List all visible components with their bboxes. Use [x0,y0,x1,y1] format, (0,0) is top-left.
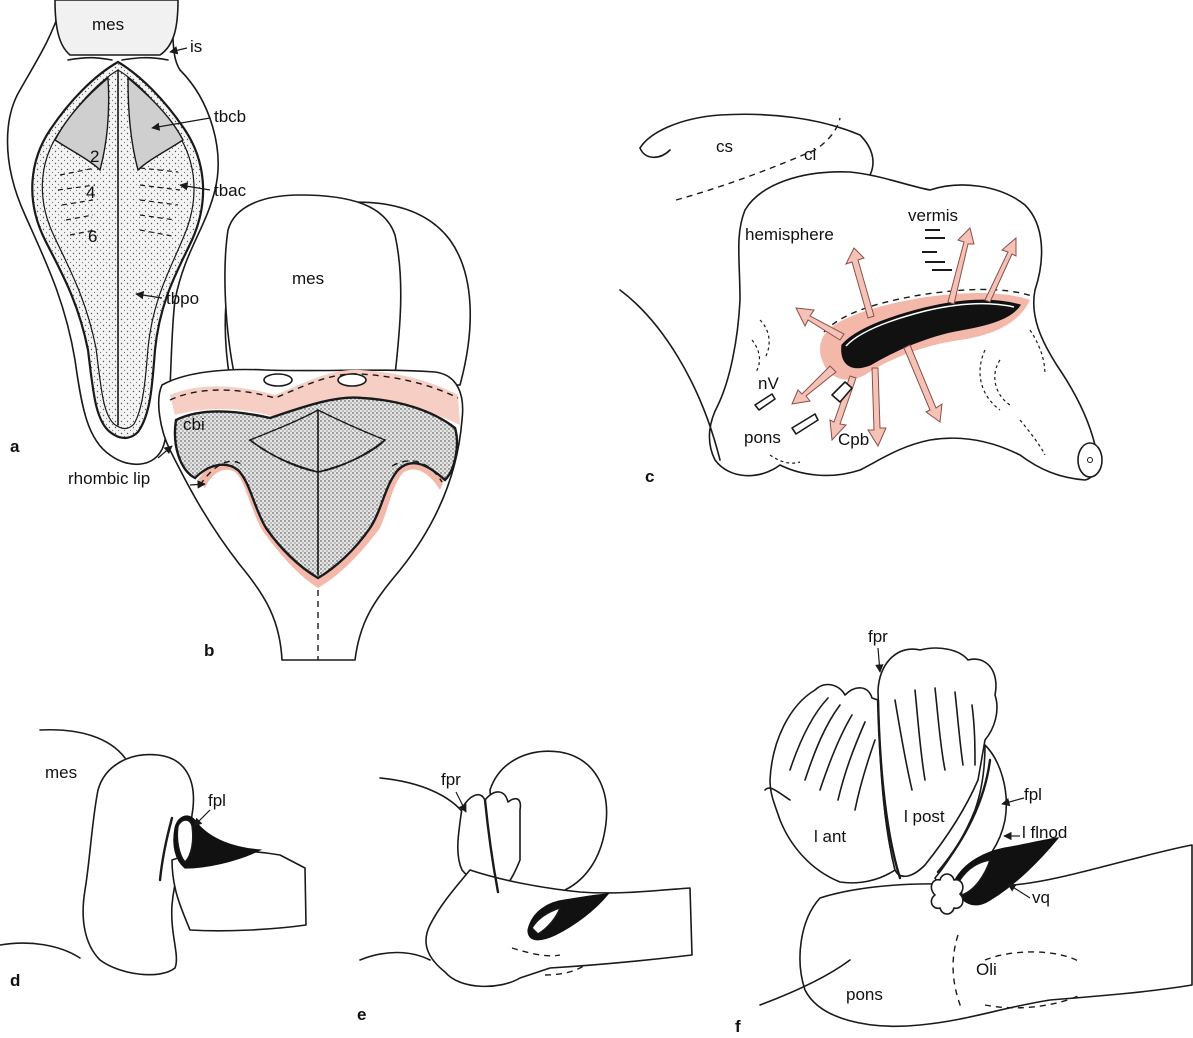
label-a-6: 6 [88,227,97,246]
label-b-rhombic-lip: rhombic lip [68,469,150,488]
label-c-vermis: vermis [908,206,958,225]
label-c-nV: nV [758,374,779,393]
label-f-l-ant: l ant [814,827,846,846]
label-a-tbpo: tbpo [166,289,199,308]
label-a-is: is [190,37,202,56]
panel-f-anterior-lobe [770,685,895,883]
label-e-fpr: fpr [441,770,461,789]
panel-label-f: f [735,1017,741,1036]
label-a-tbcb: tbcb [214,107,246,126]
label-f-pons: pons [846,985,883,1004]
panel-d: mes fpl d [0,730,306,990]
panel-label-d: d [10,971,20,990]
label-c-cs: cs [716,137,733,156]
label-b-mes: mes [292,269,324,288]
label-f-fpl: fpl [1024,785,1042,804]
panel-label-a: a [10,437,20,456]
label-f-oli: Oli [976,960,997,979]
panel-label-e: e [357,1005,366,1024]
label-b-cbi: cbi [183,415,205,434]
label-d-fpl: fpl [208,791,226,810]
panel-e: fpr e [357,751,692,1024]
label-c-hemisphere: hemisphere [745,225,834,244]
label-f-fpr: fpr [868,627,888,646]
panel-f: fpr fpl l flnod l ant l post vq pons Oli… [735,627,1192,1036]
label-f-l-flnod: l flnod [1022,823,1067,842]
label-a-mes: mes [92,15,124,34]
label-a-tbac: tbac [214,181,247,200]
label-a-2: 2 [90,147,99,166]
label-d-mes: mes [45,763,77,782]
label-a-4: 4 [86,183,95,202]
label-c-Cpb: Cpb [838,430,869,449]
label-f-l-post: l post [904,807,945,826]
panel-c-mes-contour [640,114,873,175]
panel-label-c: c [645,467,654,486]
panel-c: cs ci vermis hemisphere nV pons Cpb c [620,114,1102,486]
label-c-ci: ci [804,145,816,164]
label-f-vq: vq [1032,888,1050,907]
label-c-pons: pons [744,428,781,447]
panel-label-b: b [204,641,214,660]
